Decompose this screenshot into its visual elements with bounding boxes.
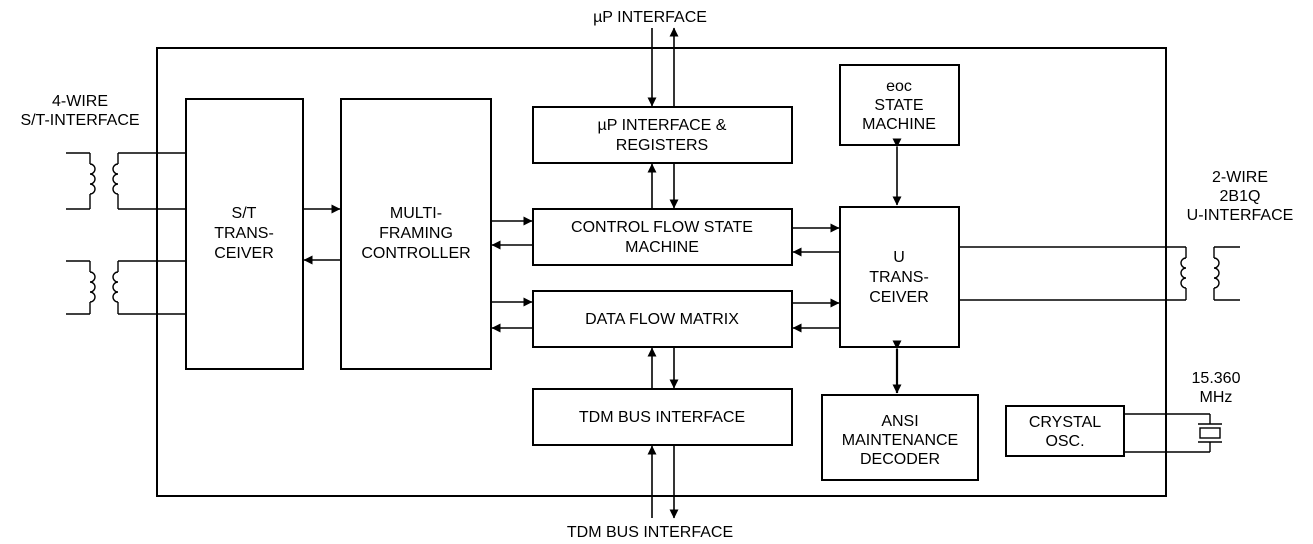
control-flow-label-2: MACHINE xyxy=(625,239,699,256)
tdm-bus-external-label: TDM BUS INTERFACE xyxy=(567,524,733,541)
st-transceiver-label-2: TRANS- xyxy=(214,225,274,242)
ansi-label-2: MAINTENANCE xyxy=(842,432,958,449)
data-flow-matrix-block xyxy=(532,290,793,348)
st-transceiver-block xyxy=(185,98,304,370)
ansi-label-3: DECODER xyxy=(860,451,940,468)
st-transformers xyxy=(66,152,186,315)
multiframing-label-3: CONTROLLER xyxy=(361,245,470,262)
st-transceiver-label-3: CEIVER xyxy=(214,245,274,262)
crystal-osc-label-2: OSC. xyxy=(1045,433,1084,450)
eoc-label-2: STATE xyxy=(874,97,923,114)
crystal-osc-label-1: CRYSTAL xyxy=(1029,414,1101,431)
st-interface-label-2: S/T-INTERFACE xyxy=(20,112,139,129)
up-interface-registers-block xyxy=(532,106,793,164)
up-interface-label: µP INTERFACE xyxy=(593,9,707,26)
multiframing-controller-block xyxy=(340,98,492,370)
crystal-freq-label-2: MHz xyxy=(1200,389,1233,406)
ansi-label-1: ANSI xyxy=(881,413,918,430)
ansi-maintenance-decoder-block xyxy=(821,394,979,481)
u-transceiver-label-2: TRANS- xyxy=(869,269,929,286)
eoc-label-3: MACHINE xyxy=(862,116,936,133)
tdm-bus-block-label: TDM BUS INTERFACE xyxy=(579,409,745,426)
eoc-label-1: eoc xyxy=(886,78,912,95)
up-registers-label-1: µP INTERFACE & xyxy=(598,117,727,134)
u-transceiver-label-3: CEIVER xyxy=(869,289,929,306)
control-flow-state-machine-block xyxy=(532,208,793,266)
u-interface-label-2: 2B1Q xyxy=(1220,188,1261,205)
st-transceiver-label-1: S/T xyxy=(232,205,257,222)
u-interface-label-3: U-INTERFACE xyxy=(1187,207,1294,224)
data-flow-label: DATA FLOW MATRIX xyxy=(585,311,739,328)
tdm-bus-interface-block xyxy=(532,388,793,446)
crystal-osc-block xyxy=(1005,405,1125,457)
crystal-icon xyxy=(1124,413,1222,453)
chip-boundary xyxy=(156,47,1167,497)
control-flow-label-1: CONTROL FLOW STATE xyxy=(571,219,753,236)
crystal-freq-label-1: 15.360 xyxy=(1192,370,1241,387)
u-transformer xyxy=(960,246,1240,301)
st-interface-label-1: 4-WIRE xyxy=(52,93,108,110)
multiframing-label-2: FRAMING xyxy=(379,225,453,242)
u-transceiver-label-1: U xyxy=(893,249,905,266)
u-interface-label-1: 2-WIRE xyxy=(1212,169,1268,186)
up-registers-label-2: REGISTERS xyxy=(616,137,708,154)
multiframing-label-1: MULTI- xyxy=(390,205,442,222)
